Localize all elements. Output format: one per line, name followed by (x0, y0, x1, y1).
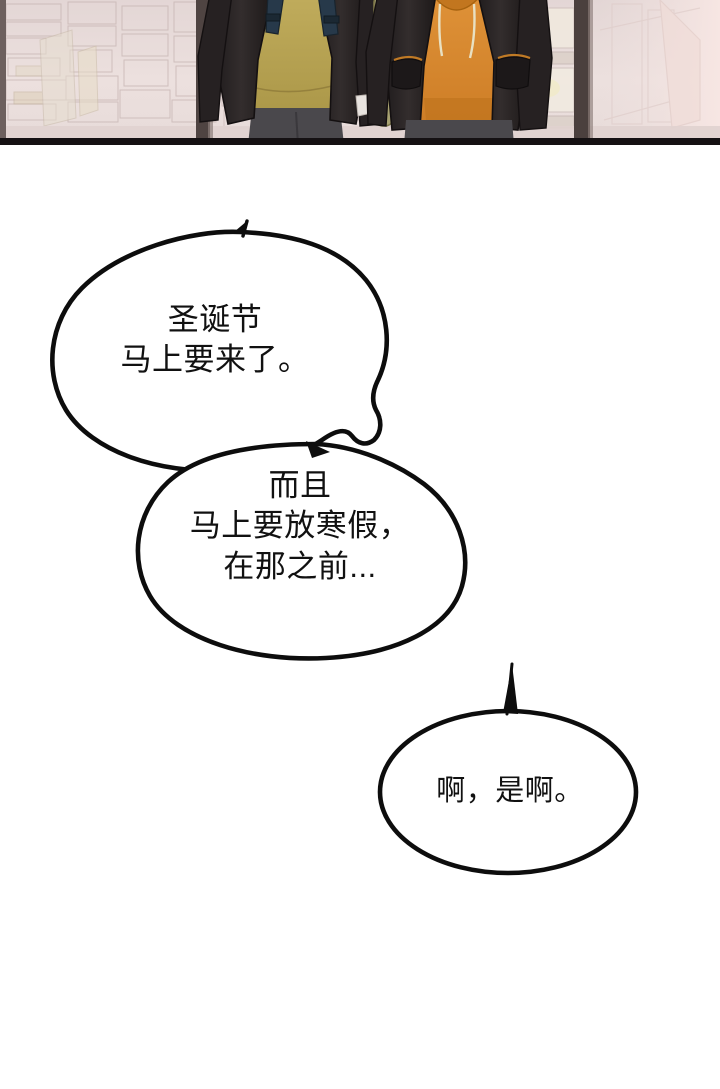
shelf-lines-left-2 (13, 29, 99, 127)
character-right (365, 0, 553, 138)
speech-bubble-reply (377, 662, 639, 876)
street-scene-panel (0, 0, 720, 145)
panel-artwork (0, 0, 720, 138)
far-right-structures (599, 0, 701, 129)
character-left (197, 0, 389, 138)
speech-bubble-reply-text: 啊，是啊。 (436, 775, 584, 807)
speech-bubble-christmas-text: 圣诞节 马上要来了。 (120, 302, 310, 378)
speech-bubble-winter-break-text: 而且 马上要放寒假， 在那之前... (189, 468, 411, 584)
